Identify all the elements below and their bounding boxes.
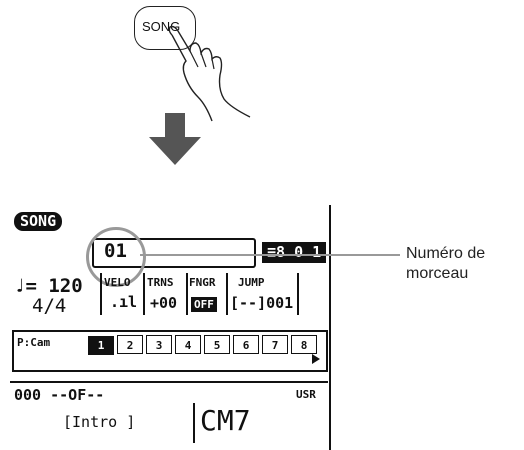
chord-divider xyxy=(193,403,195,443)
velocity-value: .ıl xyxy=(110,293,138,311)
transpose-label: TRNS xyxy=(147,276,174,289)
tempo-value: ♩= 120 xyxy=(14,275,83,297)
lcd-display: SONG 01 ≡8 0 1 ♩= 120 4/4 VELO TRNS FNGR… xyxy=(0,205,400,450)
measure-status: 000 --OF-- xyxy=(14,386,105,404)
time-signature: 4/4 xyxy=(32,295,67,317)
down-arrow-icon xyxy=(149,113,201,165)
callout-leader-line xyxy=(140,254,400,256)
velocity-label: VELO xyxy=(104,276,131,289)
display-right-border xyxy=(329,205,331,450)
song-mode-badge-label: SONG xyxy=(20,212,57,230)
bottom-separator xyxy=(10,381,328,383)
transpose-value: +00 xyxy=(150,294,178,312)
column-divider xyxy=(297,273,299,315)
track-button[interactable]: 3 xyxy=(146,335,172,354)
fingering-label: FNGR xyxy=(189,276,216,289)
column-divider xyxy=(186,273,188,315)
track-button[interactable]: 8 xyxy=(291,335,317,354)
column-divider xyxy=(100,273,102,315)
top-right-indicator: ≡8 0 1 xyxy=(262,242,327,263)
callout-line-1: Numéro de xyxy=(406,245,486,262)
song-number-callout: Numéro de morceau xyxy=(406,244,485,284)
jump-label: JUMP xyxy=(238,276,265,289)
song-button-label: SONG xyxy=(142,19,181,34)
track-button[interactable]: 1 xyxy=(88,336,114,355)
track-button[interactable]: 7 xyxy=(262,335,288,354)
section-name: [Intro ] xyxy=(63,413,136,431)
user-indicator: USR xyxy=(296,388,316,401)
track-label: P:Cam xyxy=(17,336,51,349)
track-button[interactable]: 6 xyxy=(233,335,259,354)
chord-name: CM7 xyxy=(200,404,251,437)
track-button[interactable]: 5 xyxy=(204,335,230,354)
column-divider xyxy=(143,273,145,315)
track-button[interactable]: 2 xyxy=(117,335,143,354)
song-mode-badge: SONG xyxy=(14,212,63,231)
top-right-value: ≡8 0 1 xyxy=(267,243,322,261)
song-number-highlight xyxy=(86,227,146,287)
column-divider xyxy=(226,273,228,315)
hand-icon xyxy=(168,25,251,122)
track-button[interactable]: 4 xyxy=(175,335,201,354)
scroll-right-icon xyxy=(312,354,320,364)
callout-line-2: morceau xyxy=(406,265,469,282)
fingering-value: OFF xyxy=(191,297,217,312)
jump-value: [--]001 xyxy=(230,294,294,312)
song-button[interactable]: SONG xyxy=(134,6,196,50)
